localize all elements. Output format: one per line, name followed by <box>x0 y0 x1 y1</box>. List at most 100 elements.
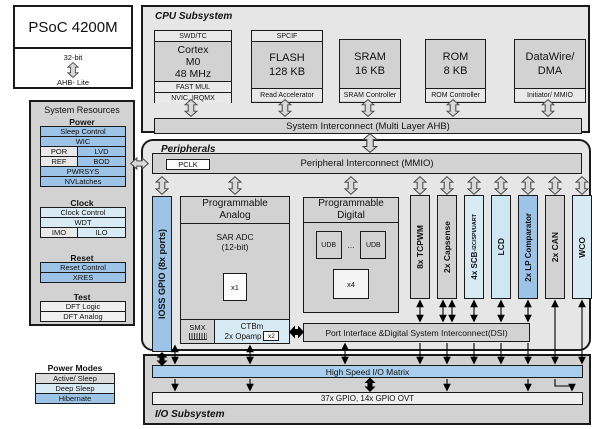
ahb-bus-double-arrow-icon <box>67 62 79 78</box>
rom-block: ROM 8 KB ROM Controller <box>425 39 486 103</box>
analog-title-line1: Programmable <box>202 198 268 209</box>
datawire-dma-block: DataWire/ DMA Initiator/ MMIO <box>514 39 586 103</box>
wco-top-arrow-icon <box>575 176 589 195</box>
analog-top-arrow-icon <box>228 176 242 195</box>
sram-line2: 16 KB <box>355 65 385 77</box>
sar-adc-label: SAR ADC <box>216 232 254 242</box>
datawire-initiator-strip: Initiator/ MMIO <box>515 88 585 101</box>
analog-title-line2: Analog <box>219 210 251 221</box>
interconnect-link-arrow-icon <box>362 133 378 153</box>
peripherals-label: Peripherals <box>161 144 216 155</box>
system-resources-box: System Resources Power Sleep Control WIC… <box>29 100 135 326</box>
lcd-top-arrow-icon <box>494 176 508 195</box>
can-top-arrow-icon <box>548 176 562 195</box>
bus-name-label: AHB- Lite <box>56 78 90 87</box>
hsiom-bar: High Speed I/O Matrix <box>152 365 583 378</box>
lcd-bar: LCD <box>491 195 511 299</box>
lcd-label: LCD <box>496 238 506 256</box>
flash-line2: 128 KB <box>268 66 306 78</box>
digital-top-arrow-icon <box>344 176 358 195</box>
tcpwm-bar: 8x TCPWM <box>410 195 430 299</box>
udb-x4-box: x4 <box>333 269 369 299</box>
system-resources-title: System Resources <box>44 105 120 115</box>
clock-cell-imo: IMO <box>40 227 78 238</box>
reset-section-label: Reset <box>70 253 94 263</box>
power-modes-title: Power Modes <box>47 363 103 373</box>
gpio-bar: 37x GPIO, 14x GPIO OVT <box>152 392 583 405</box>
clock-table: Clock Control WDT IMO ILO <box>40 207 126 238</box>
digital-title-line2: Digital <box>337 210 365 221</box>
datawire-line1: DataWire/ <box>525 51 575 63</box>
capsense-label: 2x Capsense <box>442 221 452 273</box>
smx-mux-icon <box>188 333 207 340</box>
udb-ellipsis: ... <box>347 240 355 250</box>
capsense-top-arrow-icon <box>440 176 454 195</box>
capsense-bar: 2x Capsense <box>437 195 457 299</box>
smx-label: SMX <box>189 323 206 332</box>
tcpwm-top-arrow-icon <box>413 176 427 195</box>
bus-width-label: 32-bit <box>63 53 83 62</box>
ioss-top-arrow-icon <box>155 176 169 195</box>
flash-spcif-strip: SPCIF <box>252 31 322 42</box>
reset-cell-xres: XRES <box>40 272 126 283</box>
sram-controller-strip: SRAM Controller <box>340 88 400 101</box>
sram-line1: SRAM <box>354 51 386 63</box>
cortex-m0-block: SWD/TC Cortex M0 48 MHz FAST MUL NVIC, I… <box>154 30 232 103</box>
flash-block: SPCIF FLASH 128 KB Read Accelerator <box>251 30 323 103</box>
device-title-box: PSoC 4200M 32-bit AHB- Lite <box>13 5 133 89</box>
scb-label-sub: -I2C/SPI/UART <box>471 214 478 252</box>
datawire-bus-arrow-icon <box>541 99 555 117</box>
io-subsystem-label: I/O Subsystem <box>155 409 225 420</box>
test-table: DFT Logic DFT Analog <box>40 301 126 322</box>
flash-bus-arrow-icon <box>278 99 292 117</box>
can-label: 2x CAN <box>550 231 560 263</box>
legend-hibernate: Hibernate <box>35 393 115 404</box>
ioss-gpio-label: IOSS GPIO (8x ports) <box>157 228 167 320</box>
lp-comparator-label: 2x LP Comparator <box>523 212 533 282</box>
device-title: PSoC 4200M <box>15 7 131 49</box>
cortex-swd-strip: SWD/TC <box>155 31 231 42</box>
programmable-analog-box: Programmable Analog SAR ADC (12-bit) x1 … <box>180 196 290 344</box>
flash-line1: FLASH <box>269 52 305 64</box>
tcpwm-label: 8x TCPWM <box>415 225 425 269</box>
rom-line1: ROM <box>442 51 469 63</box>
pclk-box: PCLK <box>166 159 210 170</box>
sram-bus-arrow-icon <box>361 99 375 117</box>
rom-bus-arrow-icon <box>446 99 460 117</box>
peripheral-interconnect-label: Peripheral Interconnect (MMIO) <box>300 158 434 169</box>
sar-adc-bits-label: (12-bit) <box>221 242 249 252</box>
sram-block: SRAM 16 KB SRAM Controller <box>339 39 401 103</box>
rom-line2: 8 KB <box>443 65 468 77</box>
ctbm-cell: CTBm 2x Opamp x2 <box>215 320 289 343</box>
datawire-line2: DMA <box>537 65 563 77</box>
scb-bar: 4x SCB-I2C/SPI/UART <box>464 195 484 299</box>
flash-readaccel-strip: Read Accelerator <box>252 88 322 101</box>
cortex-line1: Cortex <box>177 43 209 56</box>
cortex-fastmul-strip: FAST MUL <box>155 81 231 92</box>
resources-link-arrow-icon <box>130 157 149 170</box>
cortex-line2: M0 <box>185 55 201 68</box>
ctbm-label: CTBm <box>240 322 264 331</box>
opamp-x2-box: x2 <box>263 331 280 341</box>
cortex-bus-arrow-icon <box>184 99 198 117</box>
reset-table: Reset Control XRES <box>40 262 126 283</box>
system-interconnect-bar: System Interconnect (Multi Layer AHB) <box>154 118 582 134</box>
scb-top-arrow-icon <box>467 176 481 195</box>
power-cell-nvlatches: NVLatches <box>40 176 126 187</box>
ioss-gpio-bar: IOSS GPIO (8x ports) <box>152 196 172 352</box>
test-cell-dft-analog: DFT Analog <box>40 311 126 322</box>
wco-label: WCO <box>577 236 587 258</box>
smx-cell: SMX <box>181 320 215 343</box>
can-bar: 2x CAN <box>545 195 565 299</box>
power-table: Sleep Control WIC POR LVD REF BOD PWRSYS… <box>40 126 126 187</box>
power-modes-legend: Power Modes Active/ Sleep Deep Sleep Hib… <box>35 363 115 404</box>
lp-comparator-bar: 2x LP Comparator <box>518 195 538 299</box>
wco-bar: WCO <box>572 195 592 299</box>
udb-box-2: UDB <box>360 231 387 259</box>
lpcomp-top-arrow-icon <box>521 176 535 195</box>
adc-x1-box: x1 <box>223 273 247 301</box>
dsi-bar: Port Interface &Digital System Interconn… <box>303 323 530 342</box>
rom-controller-strip: ROM Controller <box>426 88 485 101</box>
power-section-label: Power <box>69 117 95 127</box>
